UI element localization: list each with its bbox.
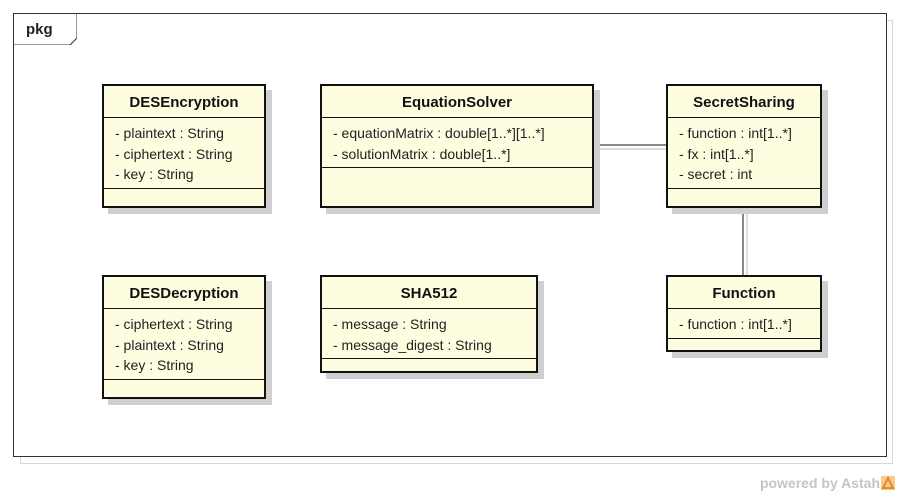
attribute: - function : int[1..*] — [679, 316, 792, 332]
attribute: - message : String — [333, 316, 447, 332]
class-name: EquationSolver — [322, 86, 592, 118]
attribute: - fx : int[1..*] — [679, 145, 754, 162]
class-attributes: - plaintext : String - ciphertext : Stri… — [104, 118, 264, 189]
attribute: - secret : int — [679, 166, 753, 182]
package-label: pkg — [26, 21, 53, 38]
package-tab — [13, 13, 77, 45]
class-desencryption[interactable]: DESEncryption - plaintext : String - cip… — [102, 84, 266, 208]
class-name: SHA512 — [322, 277, 536, 309]
class-sha512[interactable]: SHA512 - message : String - message_dige… — [320, 275, 538, 373]
attribute: - key : String — [115, 166, 194, 182]
class-attributes: - equationMatrix : double[1..*][1..*] - … — [322, 118, 592, 168]
attribute: - plaintext : String — [115, 336, 224, 353]
class-attributes: - function : int[1..*] - fx : int[1..*] … — [668, 118, 820, 189]
class-attributes: - function : int[1..*] — [668, 309, 820, 339]
class-name: Function — [668, 277, 820, 309]
attribute: - key : String — [115, 357, 194, 373]
astah-logo-icon — [881, 476, 895, 490]
attribute: - ciphertext : String — [115, 145, 233, 162]
class-function[interactable]: Function - function : int[1..*] — [666, 275, 822, 352]
class-attributes: - message : String - message_digest : St… — [322, 309, 536, 359]
class-name: DESEncryption — [104, 86, 264, 118]
class-attributes: - ciphertext : String - plaintext : Stri… — [104, 309, 264, 380]
class-name: SecretSharing — [668, 86, 820, 118]
class-name: DESDecryption — [104, 277, 264, 309]
class-equationsolver[interactable]: EquationSolver - equationMatrix : double… — [320, 84, 594, 208]
attribute: - equationMatrix : double[1..*][1..*] — [333, 125, 545, 141]
attribute: - message_digest : String — [333, 336, 492, 353]
attribute: - ciphertext : String — [115, 316, 233, 332]
class-desdecryption[interactable]: DESDecryption - ciphertext : String - pl… — [102, 275, 266, 399]
attribute: - plaintext : String — [115, 125, 224, 141]
class-secretsharing[interactable]: SecretSharing - function : int[1..*] - f… — [666, 84, 822, 208]
attribute: - function : int[1..*] — [679, 125, 792, 141]
attribute: - solutionMatrix : double[1..*] — [333, 145, 511, 162]
watermark-text: powered by Astah — [759, 475, 880, 491]
